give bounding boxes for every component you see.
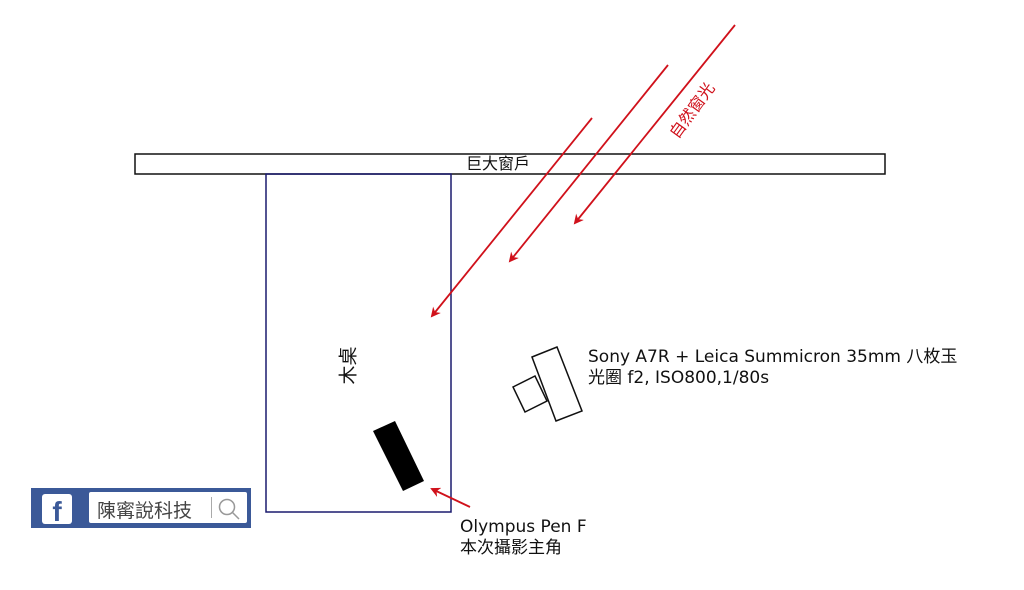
watermark-divider [211,497,212,518]
camera-caption-line2: 光圈 f2, ISO800,1/80s [588,368,770,388]
light-arrows [430,24,736,508]
window-shape [134,153,886,175]
camera-lens [512,374,548,414]
sony-camera-shape [512,346,583,422]
light-arrow-2 [508,64,669,263]
olympus-camera-shape [373,421,424,491]
subject-arrow [430,487,471,508]
camera-caption: Sony A7R + Leica Summicron 35mm 八枚玉 光圈 f… [588,347,957,389]
watermark-box: 陳寗說科技 [89,492,247,523]
facebook-watermark: f 陳寗說科技 [31,488,251,528]
camera-caption-line1: Sony A7R + Leica Summicron 35mm 八枚玉 [588,347,958,367]
light-arrow-1 [573,24,736,225]
window-label: 巨大窗戶 [466,154,531,173]
subject-caption-line1: Olympus Pen F [460,517,587,537]
subject-caption-line2: 本次攝影主角 [460,538,562,558]
watermark-text: 陳寗說科技 [97,500,193,522]
camera-body [531,346,583,422]
table-label: 木桌 [337,346,360,385]
wooden-table-shape [265,173,452,513]
search-icon [218,498,240,520]
light-arrow-3 [430,117,593,318]
subject-caption: Olympus Pen F 本次攝影主角 [460,517,587,559]
facebook-icon: f [42,494,72,524]
